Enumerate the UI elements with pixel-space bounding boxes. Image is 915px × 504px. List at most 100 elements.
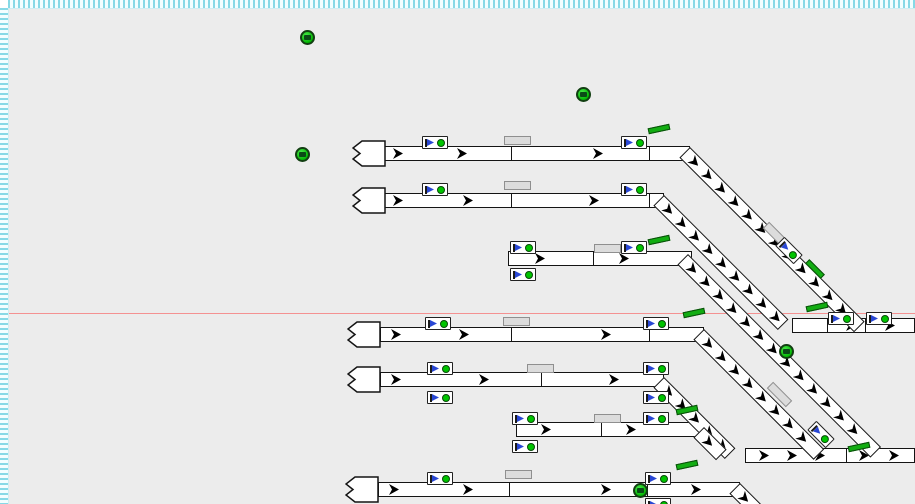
direction-chevron-icon [859, 450, 869, 461]
direction-chevron-icon [885, 320, 895, 331]
diagonal-track[interactable] [729, 483, 783, 504]
signal-lamp[interactable] [779, 344, 794, 359]
signal-lamp[interactable] [633, 483, 648, 498]
direction-chevron-icon [463, 484, 473, 495]
direction-chevron-icon [889, 450, 899, 461]
point-indicator[interactable] [828, 312, 854, 325]
route-bar[interactable] [675, 459, 699, 471]
blue-flag-icon [650, 475, 657, 482]
point-indicator[interactable] [422, 183, 448, 196]
track-segment[interactable] [516, 422, 704, 437]
direction-chevron-icon [626, 424, 636, 435]
blue-flag-icon [648, 394, 655, 401]
point-indicator[interactable] [422, 136, 448, 149]
point-indicator[interactable] [425, 317, 451, 330]
track-segment[interactable] [745, 448, 915, 463]
status-dot-icon [787, 249, 799, 261]
direction-chevron-icon [769, 310, 784, 325]
label-plate[interactable] [504, 136, 531, 145]
label-plate[interactable] [503, 317, 530, 326]
label-plate[interactable] [505, 470, 532, 479]
route-bar[interactable] [647, 234, 671, 246]
point-indicator[interactable] [643, 391, 669, 404]
direction-chevron-icon [691, 484, 701, 495]
track-joint [827, 319, 828, 332]
point-indicator[interactable] [621, 183, 647, 196]
flag-pole-icon [430, 393, 432, 402]
track-segment[interactable] [380, 327, 704, 342]
track-joint [649, 147, 650, 160]
point-indicator[interactable] [427, 362, 453, 375]
flag-pole-icon [430, 474, 432, 483]
direction-chevron-icon [715, 257, 730, 272]
ruler-left [0, 8, 9, 504]
endcap-shape-icon [346, 321, 381, 348]
direction-chevron-icon [391, 329, 401, 340]
signal-lamp[interactable] [300, 30, 315, 45]
label-plate[interactable] [527, 364, 554, 373]
direction-chevron-icon [806, 383, 821, 398]
track-segment[interactable] [384, 193, 664, 208]
point-indicator[interactable] [866, 312, 892, 325]
direction-chevron-icon [820, 396, 835, 411]
flag-pole-icon [515, 414, 517, 423]
direction-chevron-icon [661, 203, 676, 218]
track-endcap[interactable] [344, 476, 379, 503]
track-joint [649, 194, 650, 207]
label-plate[interactable] [594, 244, 621, 253]
direction-chevron-icon [701, 337, 716, 352]
status-dot-icon [442, 364, 450, 373]
track-segment[interactable] [380, 372, 664, 387]
track-endcap[interactable] [346, 366, 381, 393]
label-plate[interactable] [504, 181, 531, 190]
status-dot-icon [636, 185, 644, 194]
point-indicator[interactable] [645, 472, 671, 485]
blue-flag-icon [833, 315, 840, 322]
flag-pole-icon [425, 185, 427, 194]
track-endcap[interactable] [346, 321, 381, 348]
track-endcap[interactable] [351, 187, 386, 214]
point-indicator[interactable] [510, 241, 536, 254]
status-dot-icon [819, 433, 831, 445]
direction-chevron-icon [685, 262, 700, 277]
signal-lamp[interactable] [295, 147, 310, 162]
direction-chevron-icon [701, 435, 716, 450]
track-endcap[interactable] [351, 140, 386, 167]
point-indicator[interactable] [510, 268, 536, 281]
endcap-shape-icon [346, 366, 381, 393]
point-indicator[interactable] [643, 412, 669, 425]
status-dot-icon [527, 442, 535, 451]
point-indicator[interactable] [621, 136, 647, 149]
point-indicator[interactable] [512, 412, 538, 425]
point-indicator[interactable] [512, 440, 538, 453]
status-dot-icon [437, 185, 445, 194]
point-indicator[interactable] [427, 391, 453, 404]
point-indicator[interactable] [643, 317, 669, 330]
signal-core-icon [304, 35, 311, 40]
label-plate[interactable] [594, 414, 621, 423]
point-indicator[interactable] [427, 472, 453, 485]
blue-flag-icon [626, 244, 633, 251]
blue-flag-icon [626, 139, 633, 146]
route-bar[interactable] [805, 301, 829, 313]
route-bar[interactable] [682, 307, 706, 319]
blue-flag-icon [515, 271, 522, 278]
point-indicator[interactable] [621, 241, 647, 254]
signal-lamp[interactable] [576, 87, 591, 102]
direction-chevron-icon [688, 412, 703, 427]
track-segment[interactable] [384, 146, 690, 161]
flag-pole-icon [428, 319, 430, 328]
ruler-top [8, 0, 915, 9]
blue-flag-icon [871, 315, 878, 322]
point-indicator[interactable] [645, 498, 671, 504]
status-dot-icon [440, 319, 448, 328]
route-bar[interactable] [647, 123, 671, 135]
direction-chevron-icon [741, 209, 756, 224]
track-segment[interactable] [378, 482, 740, 497]
track-joint [649, 328, 650, 341]
direction-chevron-icon [701, 168, 716, 183]
track-segment[interactable] [508, 251, 692, 266]
point-indicator[interactable] [643, 362, 669, 375]
